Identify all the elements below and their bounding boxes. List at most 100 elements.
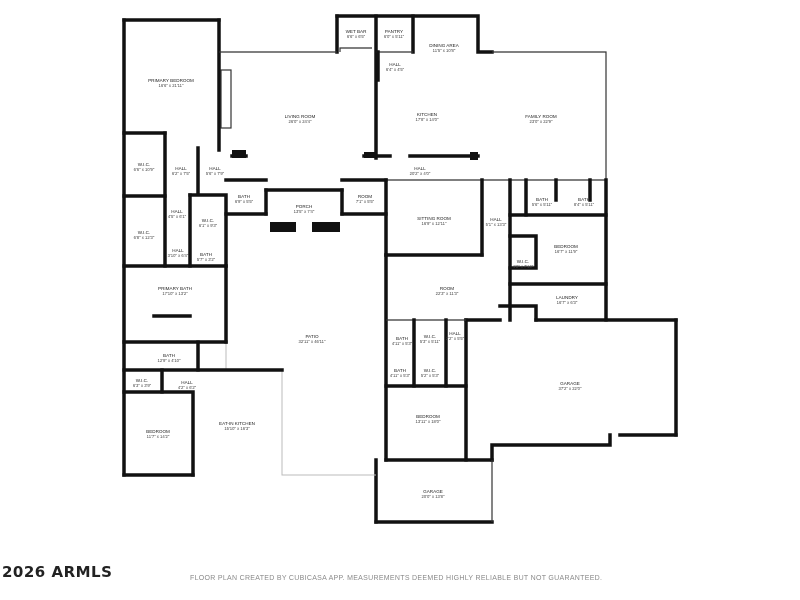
room-label-wic-7: W.I.C.6'3" x 3'9" [133, 378, 152, 388]
room-name: PRIMARY BEDROOM [148, 78, 194, 83]
room-name: PRIMARY BATH [158, 286, 192, 291]
room-name: BATH [396, 336, 408, 341]
room-label-wic-2: W.I.C.6'8" x 12'3" [134, 230, 155, 240]
room-label-wic-6: W.I.C.5'2" x 5'3" [421, 368, 440, 378]
room-dimensions: 20'2" x 4'0" [410, 171, 431, 176]
room-name: PORCH [296, 204, 313, 209]
room-name: BATH [200, 252, 212, 257]
room-dimensions: 16'7" x 11'9" [555, 249, 578, 254]
room-dimensions: 17'10" x 13'2" [162, 291, 188, 296]
room-name: WET BAR [346, 29, 368, 34]
room-name: LAUNDRY [556, 295, 578, 300]
room-dimensions: 6'4" x 4'5" [386, 67, 405, 72]
room-name: FAMILY ROOM [525, 114, 557, 119]
room-name: HALL [449, 331, 461, 336]
room-dimensions: 16'7" x 6'3" [557, 300, 578, 305]
room-name: BEDROOM [416, 414, 440, 419]
room-name: W.I.C. [138, 230, 151, 235]
room-name: HALL [389, 62, 401, 67]
room-name: HALL [181, 380, 193, 385]
room-dimensions: 7'1" x 5'5" [356, 199, 375, 204]
room-label-wic-5: W.I.C.5'3" x 5'11" [420, 334, 441, 344]
room-dimensions: 26'0" x 24'4" [289, 119, 312, 124]
room-name: BATH [238, 194, 250, 199]
room-dimensions: 6'9" x 5'5" [235, 199, 254, 204]
room-dimensions: 6'8" x 12'3" [134, 235, 155, 240]
room-name: W.I.C. [202, 218, 215, 223]
room-name: HALL [171, 209, 183, 214]
room-dimensions: 15'10" x 16'3" [224, 426, 250, 431]
room-dimensions: 5'6" x 7'9" [206, 171, 225, 176]
room-dimensions: 4'3" x 7'10" [513, 264, 534, 269]
room-name: HALL [414, 166, 426, 171]
room-name: HALL [490, 217, 502, 222]
room-name: PATIO [305, 334, 319, 339]
room-name: SITTING ROOM [417, 216, 451, 221]
room-name: HALL [172, 248, 184, 253]
room-label-wic-3: W.I.C.6'1" x 9'3" [199, 218, 218, 228]
room-name: ROOM [440, 286, 454, 291]
room-dimensions: 17'8" x 14'0" [416, 117, 439, 122]
room-name: HALL [209, 166, 221, 171]
room-dimensions: 8'4" x 5'11" [574, 202, 595, 207]
walls [122, 14, 678, 524]
room-dimensions: 13'5" x 7'4" [294, 209, 315, 214]
fixtures [220, 47, 478, 232]
room-dimensions: 20'0" x 13'8" [422, 494, 445, 499]
room-name: DINING AREA [429, 43, 460, 48]
room-name: GARAGE [560, 381, 580, 386]
room-name: W.I.C. [136, 378, 149, 383]
room-dimensions: 3'10" x 6'4" [168, 253, 189, 258]
room-name: BATH [578, 197, 590, 202]
room-dimensions: 12'9" x 4'10" [158, 358, 181, 363]
room-dimensions: 4'5" x 6'1" [168, 214, 187, 219]
room-dimensions: 5'2" x 5'3" [421, 373, 440, 378]
room-name: HALL [175, 166, 187, 171]
room-dimensions: 23'0" x 22'9" [530, 119, 553, 124]
room-dimensions: 16'6" x 21'11" [159, 83, 184, 88]
room-dimensions: 5'7" x 3'2" [197, 257, 216, 262]
room-name: W.I.C. [424, 334, 437, 339]
room-name: BEDROOM [554, 244, 578, 249]
room-dimensions: 2'2" x 5'5" [446, 336, 465, 341]
room-name: ROOM [358, 194, 372, 199]
room-dimensions: 6'2" x 7'5" [172, 171, 191, 176]
room-name: BATH [394, 368, 406, 373]
room-dimensions: 11'7" x 14'2" [147, 434, 170, 439]
room-name: LIVING ROOM [285, 114, 316, 119]
room-dimensions: 6'0" x 5'11" [384, 34, 405, 39]
room-name: KITCHEN [417, 112, 437, 117]
room-name: W.I.C. [424, 368, 437, 373]
copyright-mark: 2026 ARMLS [2, 563, 113, 581]
room-dimensions: 6'6" x 10'9" [134, 167, 155, 172]
room-name: GARAGE [423, 489, 443, 494]
room-name: BEDROOM [146, 429, 170, 434]
room-dimensions: 11'5" x 10'8" [433, 48, 456, 53]
